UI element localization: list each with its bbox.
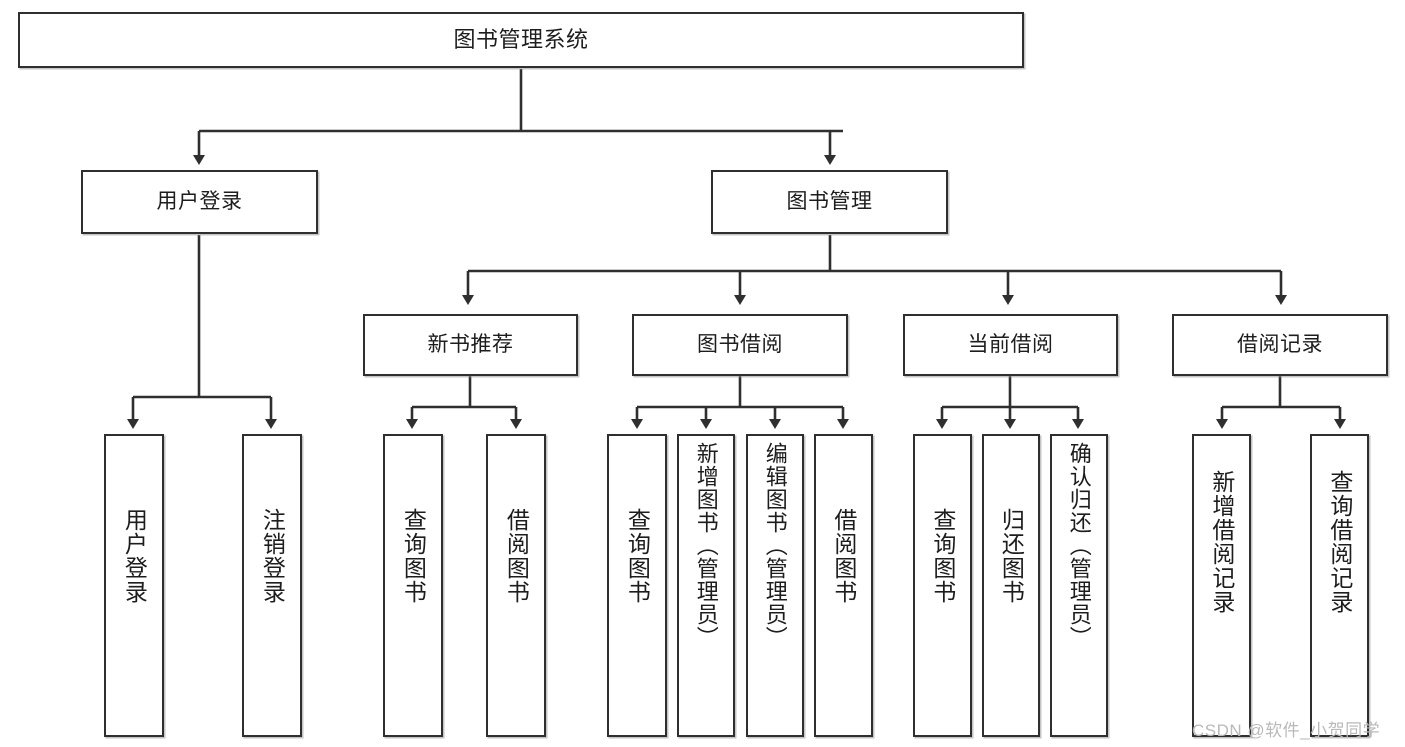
leaf-new-book-borrow-book[interactable]: 借阅图书 bbox=[486, 434, 546, 737]
node-book-management[interactable]: 图书管理 bbox=[711, 170, 948, 234]
node-label: 查询借阅记录 bbox=[1326, 470, 1353, 614]
node-label: 注销登录 bbox=[259, 508, 286, 604]
leaf-borrow-record-add-record[interactable]: 新增借阅记录 bbox=[1192, 434, 1251, 737]
node-label: 当前借阅 bbox=[967, 332, 1054, 356]
leaf-current-borrow-confirm-return-admin[interactable]: 确认归还（管理员） bbox=[1050, 434, 1108, 737]
node-label: 借阅记录 bbox=[1237, 332, 1323, 356]
node-label: 图书管理系统 bbox=[453, 27, 589, 53]
node-new-book-recommend[interactable]: 新书推荐 bbox=[363, 314, 578, 376]
node-user-login[interactable]: 用户登录 bbox=[81, 170, 318, 234]
leaf-user-login-logout[interactable]: 注销登录 bbox=[242, 434, 302, 737]
leaf-book-borrow-borrow-book[interactable]: 借阅图书 bbox=[814, 434, 873, 737]
leaf-user-login-login[interactable]: 用户登录 bbox=[104, 434, 164, 737]
node-label: 确认归还（管理员） bbox=[1066, 442, 1092, 649]
node-label: 用户登录 bbox=[156, 189, 243, 213]
leaf-book-borrow-edit-book-admin[interactable]: 编辑图书（管理员） bbox=[746, 434, 804, 737]
leaf-current-borrow-query-book[interactable]: 查询图书 bbox=[913, 434, 972, 737]
node-borrow-record[interactable]: 借阅记录 bbox=[1172, 314, 1388, 376]
leaf-borrow-record-query-record[interactable]: 查询借阅记录 bbox=[1310, 434, 1369, 737]
node-label: 查询图书 bbox=[929, 508, 956, 604]
node-label: 图书借阅 bbox=[697, 332, 783, 356]
node-label: 新增借阅记录 bbox=[1208, 470, 1235, 614]
node-label: 借阅图书 bbox=[830, 508, 857, 604]
node-label: 新书推荐 bbox=[427, 332, 514, 356]
node-label: 借阅图书 bbox=[503, 508, 530, 604]
csdn-watermark: CSDN @软件_小贺同学 bbox=[1192, 721, 1381, 740]
leaf-current-borrow-return-book[interactable]: 归还图书 bbox=[982, 434, 1040, 737]
leaf-new-book-query-book[interactable]: 查询图书 bbox=[383, 434, 443, 737]
leaf-book-borrow-query-book[interactable]: 查询图书 bbox=[607, 434, 667, 737]
node-root-system[interactable]: 图书管理系统 bbox=[18, 12, 1024, 68]
node-current-borrow[interactable]: 当前借阅 bbox=[903, 314, 1118, 376]
node-label: 用户登录 bbox=[121, 508, 148, 604]
leaf-book-borrow-add-book-admin[interactable]: 新增图书（管理员） bbox=[677, 434, 735, 737]
node-label: 编辑图书（管理员） bbox=[762, 442, 788, 649]
node-label: 归还图书 bbox=[998, 508, 1025, 604]
node-label: 查询图书 bbox=[624, 508, 651, 604]
node-book-borrow[interactable]: 图书借阅 bbox=[632, 314, 848, 376]
node-label: 新增图书（管理员） bbox=[693, 442, 719, 649]
node-label: 查询图书 bbox=[400, 508, 427, 604]
node-label: 图书管理 bbox=[786, 189, 873, 213]
